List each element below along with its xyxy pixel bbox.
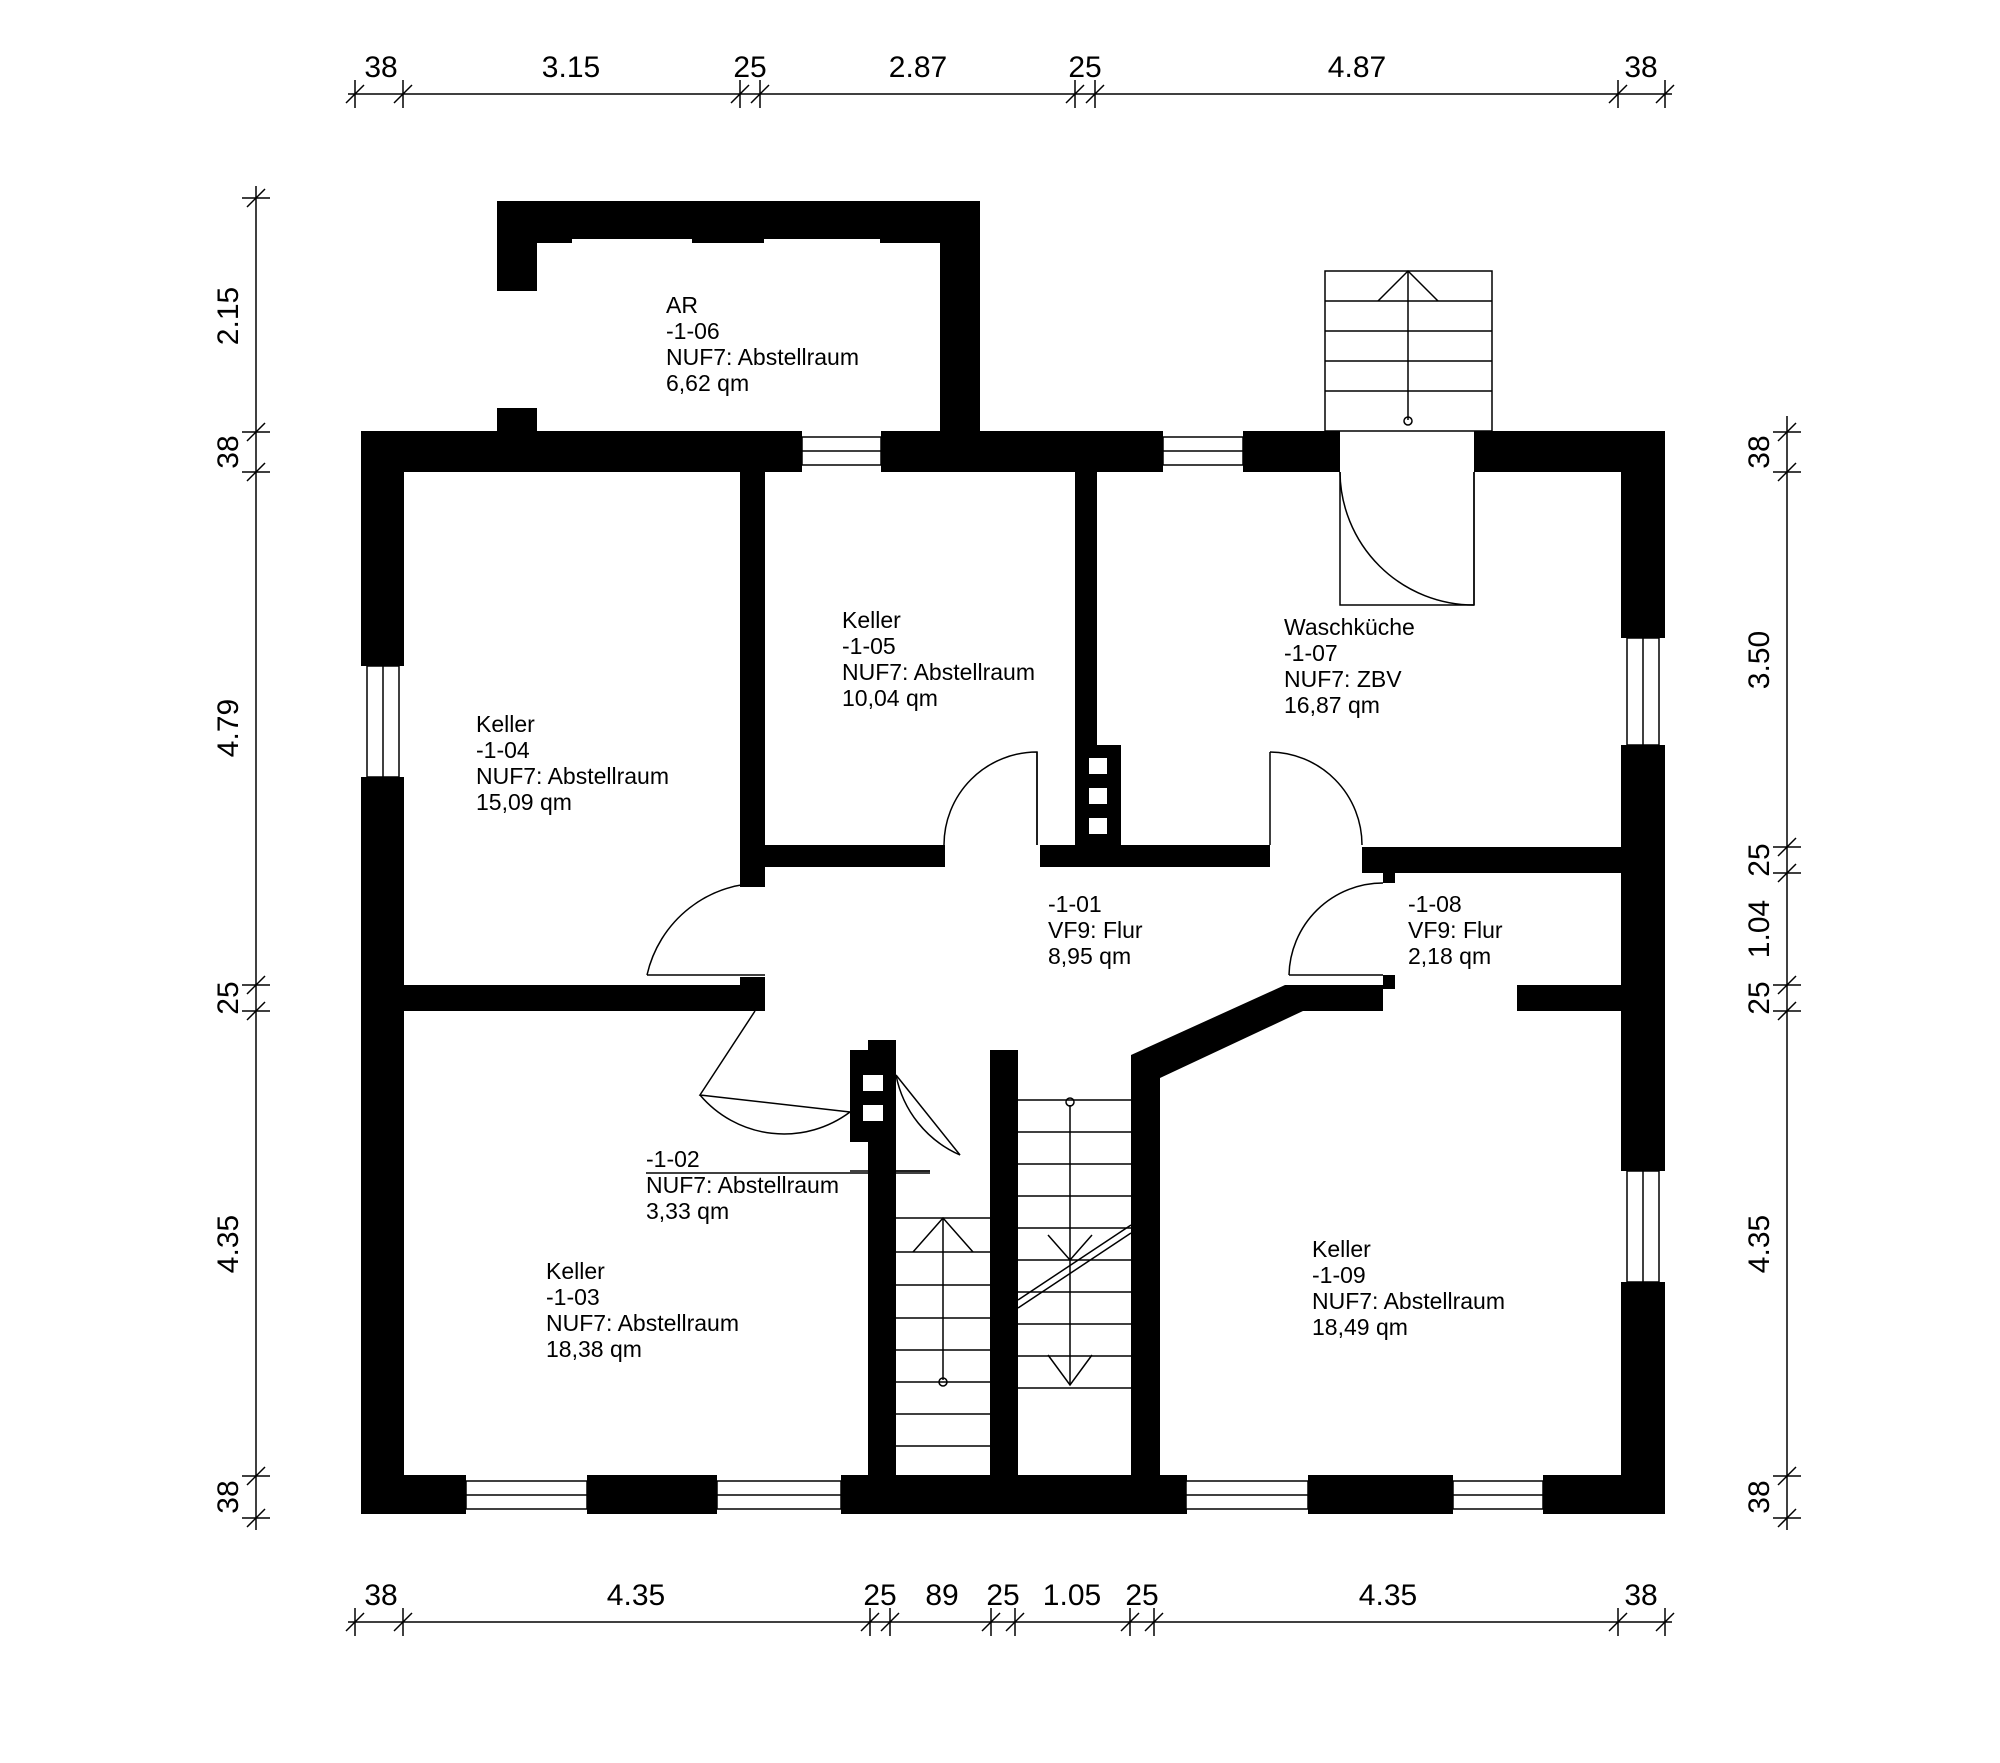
room-107-area: 16,87 qm: [1284, 692, 1380, 718]
room-108-number: -1-08: [1408, 891, 1462, 917]
dim-right-4: 1.04: [1743, 900, 1776, 958]
dim-top-2: 3.15: [542, 51, 600, 84]
dim-left-2: 38: [212, 435, 245, 468]
room-105-area: 10,04 qm: [842, 685, 938, 711]
room-102-area: 3,33 qm: [646, 1198, 729, 1224]
dim-bottom-1: 38: [364, 1579, 397, 1612]
dim-top-6: 4.87: [1328, 51, 1386, 84]
room-107-label: Waschküche -1-07 NUF7: ZBV 16,87 qm: [1284, 614, 1415, 718]
dim-right-3: 25: [1743, 843, 1776, 876]
dim-left-5: 4.35: [212, 1215, 245, 1273]
dim-bottom-2: 4.35: [607, 1579, 665, 1612]
dim-right-5: 25: [1743, 981, 1776, 1014]
dim-right-6: 4.35: [1743, 1215, 1776, 1273]
room-109-number: -1-09: [1312, 1262, 1366, 1288]
dim-right-7: 38: [1743, 1480, 1776, 1513]
room-102-number: -1-02: [646, 1146, 700, 1172]
chimney-flues: [863, 758, 1107, 1121]
dim-bottom-6: 1.05: [1043, 1579, 1101, 1612]
dim-right-2: 3.50: [1743, 631, 1776, 689]
room-103-number: -1-03: [546, 1284, 600, 1310]
room-101-label: -1-01 VF9: Flur 8,95 qm: [1048, 891, 1143, 969]
dim-top-4: 2.87: [889, 51, 947, 84]
room-102-usage: NUF7: Abstellraum: [646, 1172, 839, 1198]
room-104-number: -1-04: [476, 737, 530, 763]
dim-bottom-8: 4.35: [1359, 1579, 1417, 1612]
room-109-area: 18,49 qm: [1312, 1314, 1408, 1340]
room-104-name: Keller: [476, 711, 535, 737]
dim-left-3: 4.79: [212, 699, 245, 757]
room-102-label: -1-02 NUF7: Abstellraum 3,33 qm: [646, 1146, 839, 1224]
room-106-usage: NUF7: Abstellraum: [666, 344, 859, 370]
doors: [646, 471, 1475, 1156]
room-106-number: -1-06: [666, 318, 720, 344]
dim-top-5: 25: [1068, 51, 1101, 84]
room-107-name: Waschküche: [1284, 614, 1415, 640]
room-107-usage: NUF7: ZBV: [1284, 666, 1402, 692]
room-101-usage: VF9: Flur: [1048, 917, 1143, 943]
dimension-right: 38 3.50 25 1.04 25 4.35 38: [1743, 416, 1801, 1530]
room-104-usage: NUF7: Abstellraum: [476, 763, 669, 789]
dim-left-6: 38: [212, 1480, 245, 1513]
room-106-name: AR: [666, 292, 698, 318]
stairs-right: [1017, 1097, 1132, 1389]
room-105-usage: NUF7: Abstellraum: [842, 659, 1035, 685]
room-108-label: -1-08 VF9: Flur 2,18 qm: [1408, 891, 1503, 969]
room-104-area: 15,09 qm: [476, 789, 572, 815]
room-109-name: Keller: [1312, 1236, 1371, 1262]
room-101-area: 8,95 qm: [1048, 943, 1131, 969]
stairs-outside: [1324, 269, 1493, 432]
dim-left-1: 2.15: [212, 287, 245, 345]
room-106-label: AR -1-06 NUF7: Abstellraum 6,62 qm: [666, 292, 859, 396]
room-109-usage: NUF7: Abstellraum: [1312, 1288, 1505, 1314]
dim-top-7: 38: [1624, 51, 1657, 84]
room-101-number: -1-01: [1048, 891, 1102, 917]
dim-bottom-5: 25: [986, 1579, 1019, 1612]
windows: [366, 436, 1660, 1510]
room-103-label: Keller -1-03 NUF7: Abstellraum 18,38 qm: [546, 1258, 739, 1362]
room-103-area: 18,38 qm: [546, 1336, 642, 1362]
room-108-area: 2,18 qm: [1408, 943, 1491, 969]
dim-top-3: 25: [733, 51, 766, 84]
dim-bottom-9: 38: [1624, 1579, 1657, 1612]
dim-top-1: 38: [364, 51, 397, 84]
dim-left-4: 25: [212, 981, 245, 1014]
dimension-top: 38 3.15 25 2.87 25 4.87 38: [345, 51, 1675, 108]
room-105-number: -1-05: [842, 633, 896, 659]
stairs-left: [850, 1170, 990, 1447]
walls: [361, 201, 1665, 1514]
room-103-usage: NUF7: Abstellraum: [546, 1310, 739, 1336]
dim-bottom-3: 25: [863, 1579, 896, 1612]
room-108-usage: VF9: Flur: [1408, 917, 1503, 943]
room-105-label: Keller -1-05 NUF7: Abstellraum 10,04 qm: [842, 607, 1035, 711]
dim-right-1: 38: [1743, 435, 1776, 468]
room-109-label: Keller -1-09 NUF7: Abstellraum 18,49 qm: [1312, 1236, 1505, 1340]
room-104-label: Keller -1-04 NUF7: Abstellraum 15,09 qm: [476, 711, 669, 815]
room-106-area: 6,62 qm: [666, 370, 749, 396]
room-105-name: Keller: [842, 607, 901, 633]
room-103-name: Keller: [546, 1258, 605, 1284]
dimension-bottom: 38 4.35 25 89 25 1.05 25 4.35 38: [345, 1579, 1675, 1636]
dim-bottom-7: 25: [1125, 1579, 1158, 1612]
dim-bottom-4: 89: [925, 1579, 958, 1612]
dimension-left: 2.15 38 4.79 25 4.35 38: [212, 186, 270, 1530]
room-107-number: -1-07: [1284, 640, 1338, 666]
